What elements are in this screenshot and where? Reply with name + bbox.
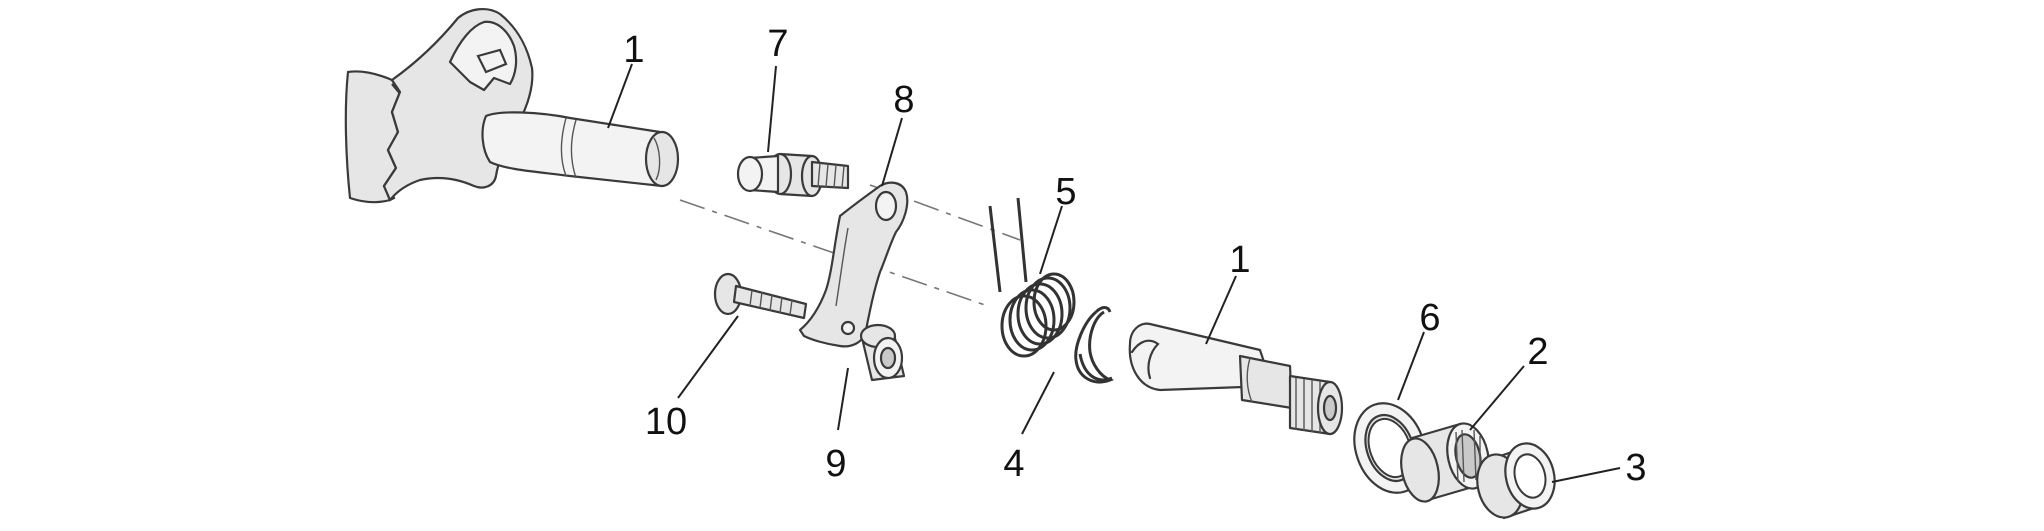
part-4-snap-ring <box>1074 306 1115 384</box>
part-1-splined-shaft <box>1128 322 1344 436</box>
part-9-bushing <box>859 323 906 382</box>
part-8-bracket-plate <box>798 181 909 348</box>
callout-1-lever: 1 <box>623 29 644 71</box>
callout-2: 2 <box>1527 331 1548 373</box>
part-5-torsion-spring <box>988 197 1076 358</box>
assembly-axis-lines <box>679 184 1021 306</box>
callout-1-shaft: 1 <box>1229 239 1250 281</box>
part-10-bolt <box>713 272 808 320</box>
callout-3: 3 <box>1625 447 1646 489</box>
part-1-lever-handle <box>344 8 680 204</box>
part-3-seal <box>1476 442 1556 520</box>
part-7-stud-bolt <box>736 152 850 198</box>
callout-8: 8 <box>893 79 914 121</box>
callout-6: 6 <box>1419 297 1440 339</box>
callout-9: 9 <box>825 443 846 485</box>
callout-labels: 1 7 8 5 1 6 2 3 10 9 4 <box>623 23 1646 489</box>
callout-leader-lines <box>607 63 1621 483</box>
callout-5: 5 <box>1055 171 1076 213</box>
callout-4: 4 <box>1003 443 1024 485</box>
callout-10: 10 <box>645 401 687 443</box>
callout-7: 7 <box>767 23 788 65</box>
